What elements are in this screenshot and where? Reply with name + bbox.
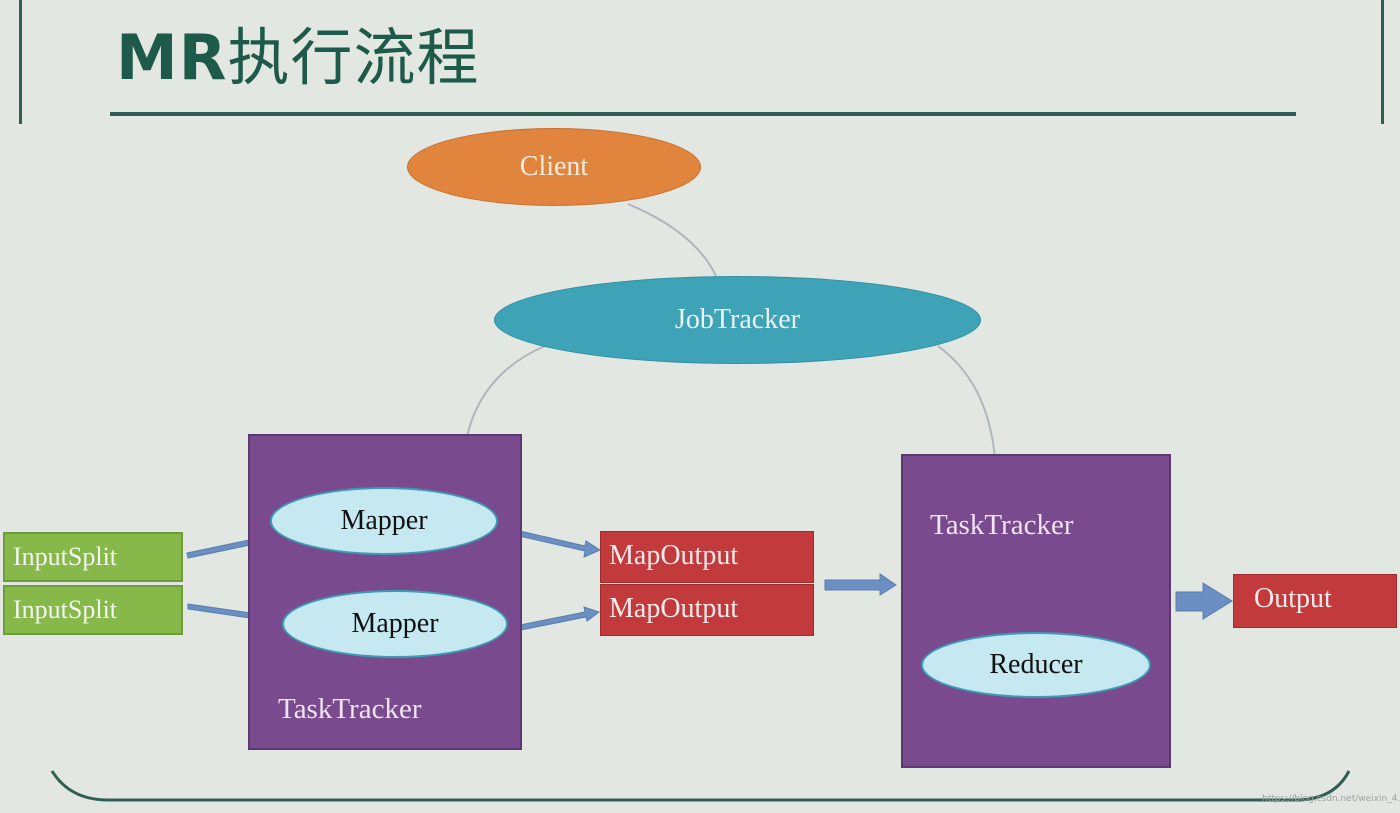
- output-box: Output: [1233, 574, 1397, 628]
- mapper-node-2: Mapper: [282, 590, 508, 658]
- arrow-tasktracker-output: [1175, 582, 1233, 620]
- client-label: Client: [519, 151, 589, 182]
- inputsplit-label-2: InputSplit: [13, 595, 118, 624]
- tasktracker-reduce-box: [901, 454, 1171, 768]
- inputsplit-box-2: InputSplit: [3, 585, 183, 635]
- client-jobtracker-link: [627, 203, 717, 277]
- mapoutput-box-1: MapOutput: [600, 531, 814, 583]
- mapper-label-2: Mapper: [351, 608, 439, 639]
- jobtracker-node: JobTracker: [494, 276, 981, 364]
- mapper-label-1: Mapper: [340, 505, 428, 536]
- mapoutput-label-1: MapOutput: [609, 540, 739, 571]
- mapoutput-label-2: MapOutput: [609, 593, 739, 624]
- left-frame-line: [19, 0, 22, 124]
- right-frame-line: [1381, 0, 1384, 124]
- jobtracker-label: JobTracker: [675, 304, 800, 335]
- output-label: Output: [1254, 583, 1332, 614]
- bottom-curve: [50, 770, 1351, 802]
- arrow-mapoutput-tasktracker: [824, 573, 897, 596]
- title-underline: [110, 112, 1296, 116]
- title-rest: 执行流程: [227, 21, 480, 94]
- watermark: https://blog.csdn.net/weixin_4...: [1262, 794, 1400, 804]
- reducer-label: Reducer: [989, 649, 1083, 680]
- title-bold: MR: [116, 21, 228, 94]
- mapper-node-1: Mapper: [270, 487, 498, 555]
- client-node: Client: [407, 128, 701, 206]
- tasktracker-map-label: TaskTracker: [278, 693, 422, 725]
- page-title: MR执行流程: [116, 18, 479, 98]
- inputsplit-label-1: InputSplit: [13, 542, 118, 571]
- reducer-node: Reducer: [921, 632, 1151, 698]
- mapoutput-box-2: MapOutput: [600, 584, 814, 636]
- tasktracker-reduce-label: TaskTracker: [930, 509, 1074, 541]
- inputsplit-box-1: InputSplit: [3, 532, 183, 582]
